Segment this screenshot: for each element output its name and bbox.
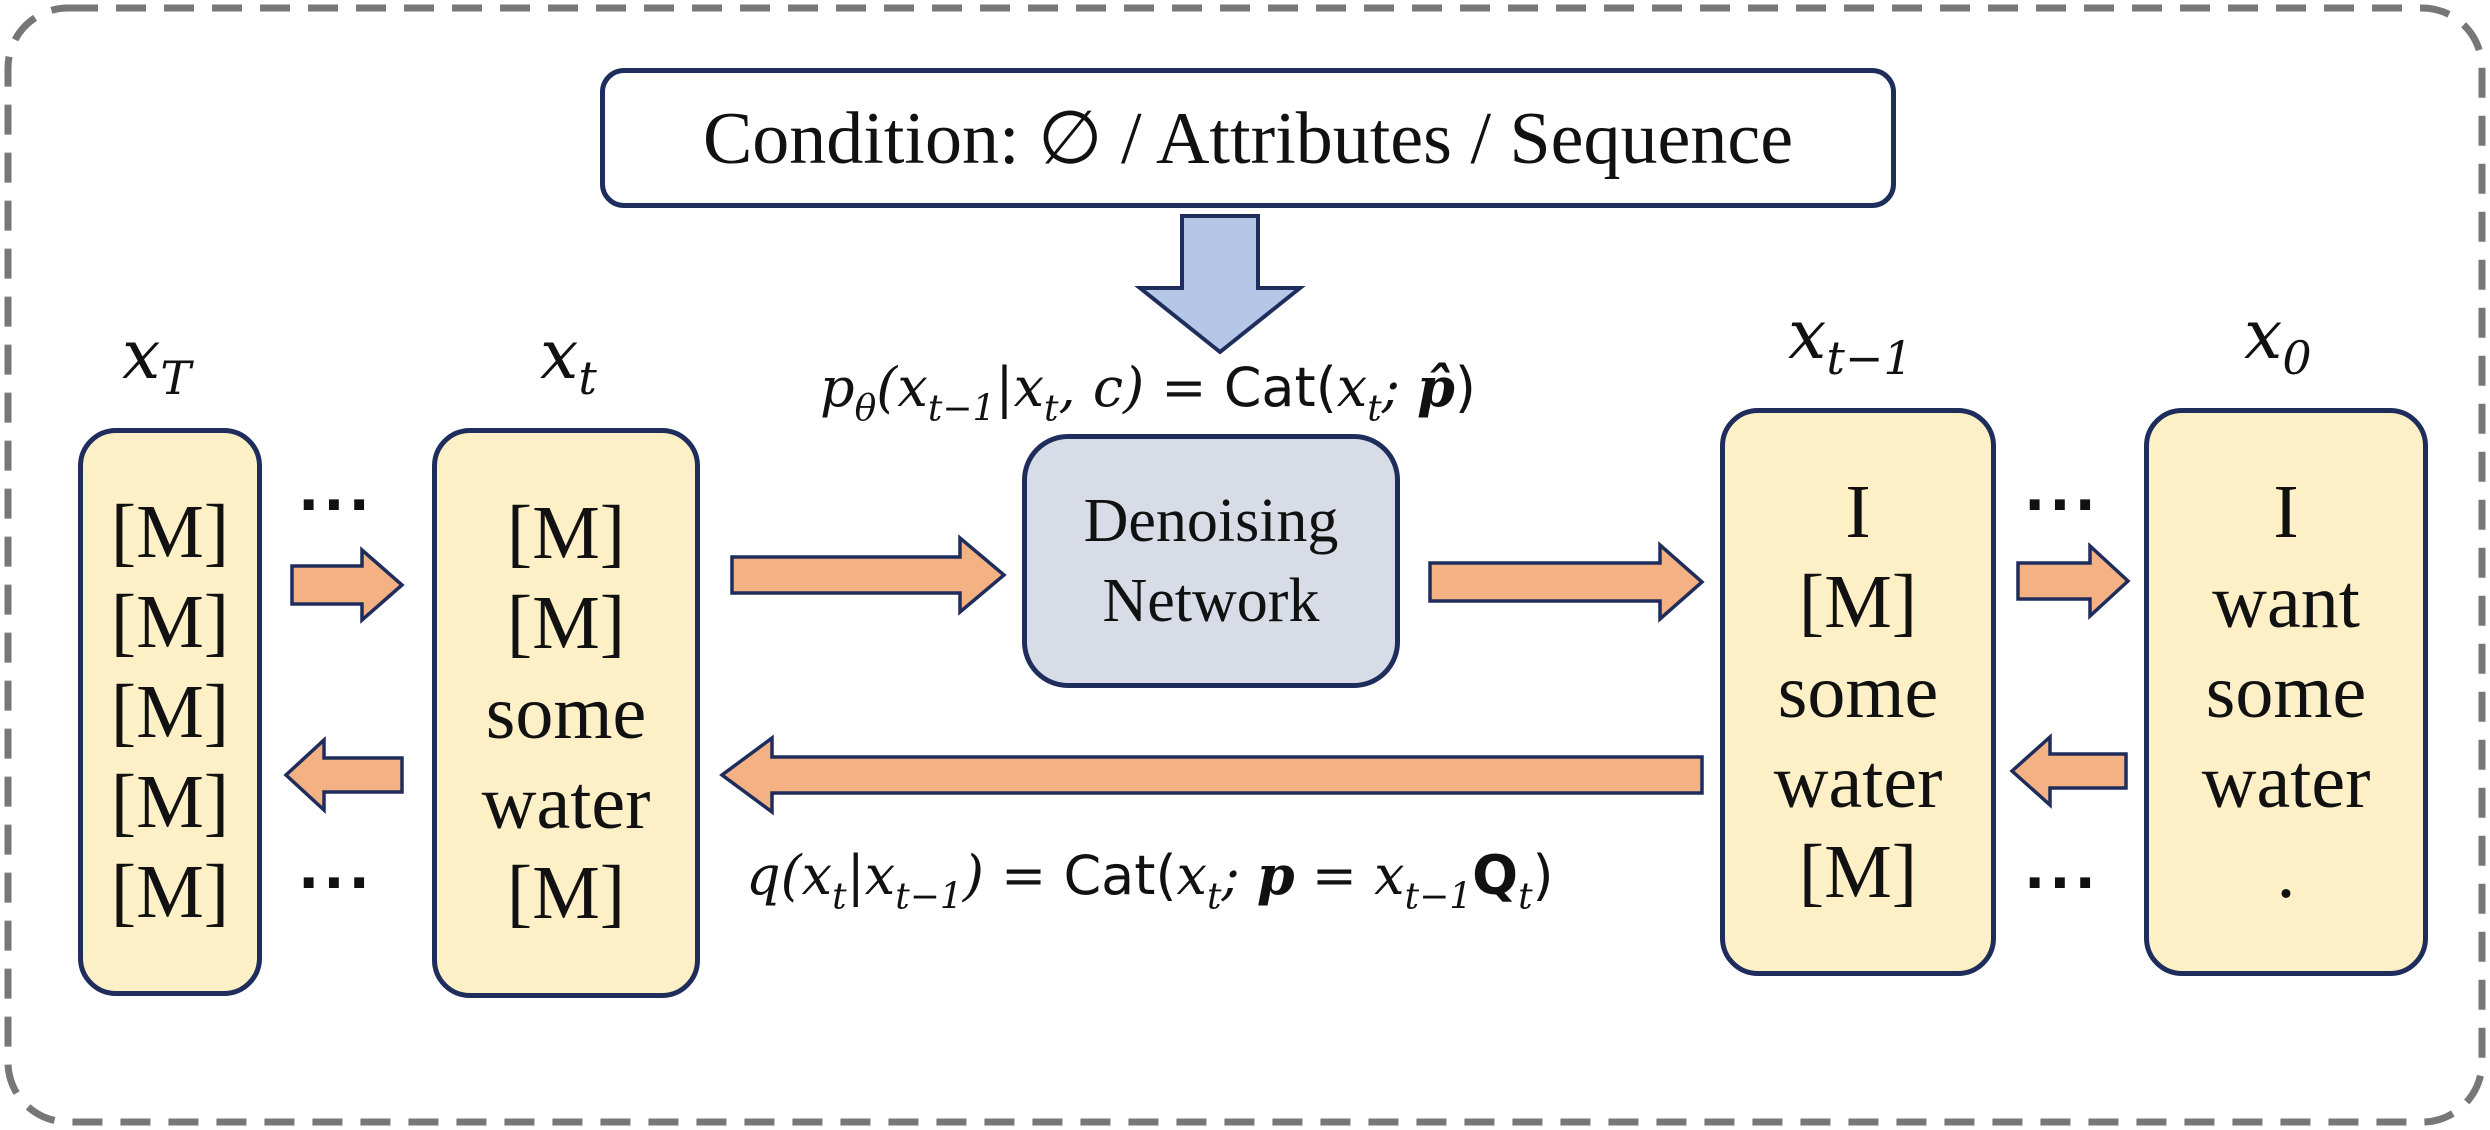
- formula-subscript: t: [1206, 876, 1222, 918]
- var-base: x: [2244, 296, 2283, 375]
- formula-subscript: t−1: [895, 876, 963, 918]
- outer-dashed-frame: [4, 4, 2486, 1126]
- formula-text: (: [1315, 356, 1337, 419]
- formula-text: (: [780, 844, 802, 907]
- formula-text: (: [1155, 844, 1177, 907]
- arrow-denoiser-to-xt1: [1428, 541, 1705, 623]
- arrow-xt-to-denoiser: [730, 534, 1007, 616]
- token: water: [481, 761, 651, 845]
- formula-symbol: p: [1256, 843, 1295, 907]
- formula-text: |: [846, 844, 865, 907]
- arrow-xT-to-xt: [290, 546, 405, 624]
- denoiser-label-line1: Denoising: [1083, 487, 1339, 555]
- formula-text: , c) =: [1058, 356, 1224, 419]
- formula-subscript: t: [832, 876, 847, 918]
- formula-symbol: x: [864, 844, 896, 907]
- ellipsis-top-left: ···: [298, 473, 374, 538]
- token: some: [485, 671, 647, 755]
- formula-symbol: x: [1336, 356, 1368, 419]
- sequence-box-xt: [M] [M] some water [M]: [432, 428, 700, 998]
- formula-text: ): [1454, 356, 1476, 419]
- formula-symbol: x: [1374, 844, 1405, 907]
- token: some: [1777, 650, 1939, 734]
- arrow-xt1-to-x0: [2016, 542, 2131, 620]
- var-subscript: 0: [2282, 331, 2312, 386]
- token: want: [2212, 560, 2360, 644]
- token: [M]: [1798, 830, 1918, 914]
- formula-symbol: p: [820, 356, 855, 419]
- formula-text: ): [1532, 844, 1554, 907]
- var-base: x: [122, 316, 161, 395]
- condition-box: Condition: ∅ / Attributes / Sequence: [600, 68, 1896, 208]
- token: [M]: [110, 490, 230, 574]
- token: water: [2201, 740, 2371, 824]
- formula-text: |: [995, 356, 1014, 419]
- token: [M]: [110, 580, 230, 664]
- token: I: [1845, 470, 1871, 554]
- formula-subscript: θ: [854, 388, 877, 430]
- sequence-box-xt-1: I [M] some water [M]: [1720, 408, 1996, 976]
- token: [M]: [1798, 560, 1918, 644]
- token: .: [2276, 830, 2296, 914]
- token: [M]: [506, 851, 626, 935]
- var-subscript: t−1: [1826, 331, 1913, 386]
- formula-symbol: q: [746, 844, 781, 907]
- formula-text: (: [876, 356, 898, 419]
- arrow-xt1-to-xt: [719, 734, 1704, 816]
- token: some: [2205, 650, 2367, 734]
- ellipsis-top-right: ···: [2024, 473, 2100, 538]
- var-base: x: [1788, 296, 1827, 375]
- formula-subscript: t: [1518, 876, 1533, 918]
- formula-text: ;: [1381, 356, 1418, 419]
- arrow-x0-to-xt1: [2009, 733, 2128, 809]
- arrow-xt-to-xT: [283, 736, 404, 814]
- formula-text: ) =: [962, 844, 1064, 907]
- reverse-process-formula: pθ(xt−1|xt, c) = Cat(xt; p̂): [820, 360, 1476, 427]
- formula-function: Cat: [1063, 844, 1156, 907]
- formula-symbol: p̂: [1417, 355, 1455, 419]
- formula-function: Cat: [1223, 356, 1316, 419]
- token: [M]: [110, 670, 230, 754]
- token: [M]: [110, 760, 230, 844]
- denoiser-label-line2: Network: [1102, 567, 1320, 635]
- var-label-x0: x0: [2244, 302, 2312, 382]
- token: [M]: [506, 491, 626, 575]
- var-base: x: [540, 316, 579, 395]
- sequence-box-x0: I want some water .: [2144, 408, 2428, 976]
- formula-subscript: t−1: [1404, 876, 1473, 918]
- condition-down-arrow: [1134, 214, 1306, 355]
- var-label-xt: xt: [540, 322, 597, 402]
- ellipsis-bottom-left: ···: [298, 851, 374, 916]
- token: [M]: [110, 850, 230, 934]
- formula-symbol: x: [897, 356, 928, 419]
- var-label-xt-1: xt−1: [1788, 302, 1913, 382]
- token: I: [2273, 470, 2299, 554]
- denoising-network-box: Denoising Network: [1022, 434, 1400, 688]
- formula-text: ;: [1221, 844, 1257, 907]
- formula-subscript: t: [1367, 388, 1382, 430]
- formula-symbol: x: [1013, 356, 1045, 419]
- formula-symbol: Q: [1472, 844, 1519, 907]
- token: water: [1773, 740, 1943, 824]
- formula-text: =: [1294, 844, 1375, 907]
- condition-text: Condition: ∅ / Attributes / Sequence: [702, 97, 1794, 180]
- formula-symbol: x: [801, 844, 833, 907]
- formula-symbol: x: [1176, 844, 1207, 907]
- formula-subscript: t: [1044, 388, 1059, 430]
- formula-subscript: t−1: [927, 388, 996, 430]
- var-subscript: T: [160, 351, 192, 406]
- forward-process-formula: q(xt|xt−1) = Cat(xt; p = xt−1Qt): [746, 848, 1554, 915]
- sequence-box-xT: [M] [M] [M] [M] [M]: [78, 428, 262, 996]
- var-subscript: t: [578, 351, 597, 406]
- var-label-xT: xT: [122, 322, 191, 402]
- ellipsis-bottom-right: ···: [2024, 851, 2100, 916]
- token: [M]: [506, 581, 626, 665]
